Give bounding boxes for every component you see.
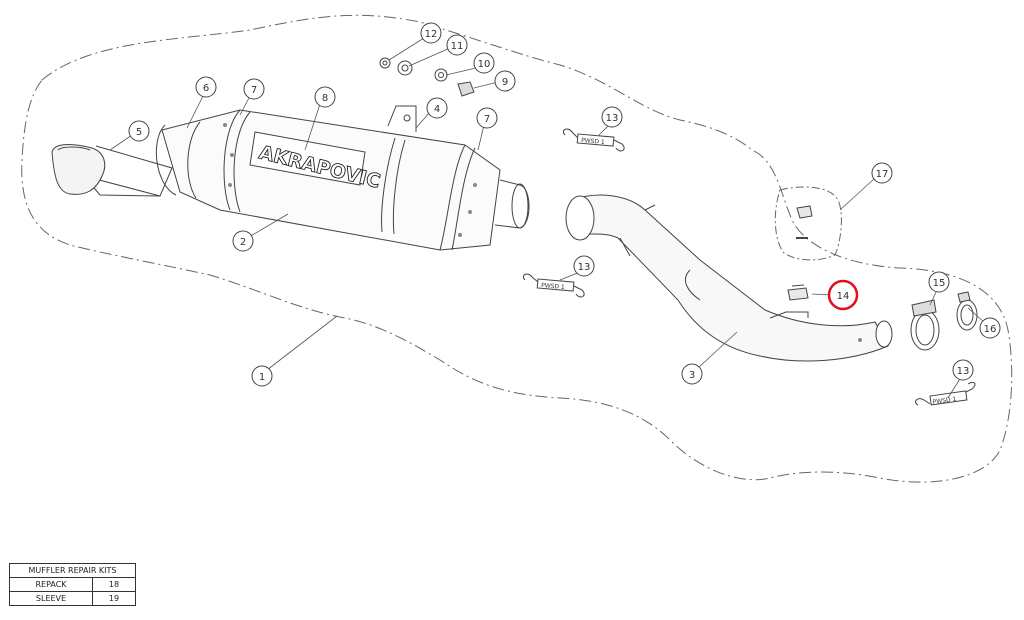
svg-text:1: 1 [259, 372, 265, 383]
leader-lines [109, 37, 985, 399]
part-13-spring-top: PWSD 1 [562, 128, 625, 152]
callout-3: 3 [681, 363, 703, 385]
spring-label: PWSD 1 [932, 396, 957, 406]
part-13-spring-middle: PWSD 1 [522, 273, 585, 298]
callout-2: 2 [232, 230, 254, 252]
svg-text:14: 14 [837, 291, 850, 302]
svg-text:12: 12 [425, 29, 438, 40]
callout-12: 12 [420, 22, 442, 44]
callout-13-middle: 13 [573, 255, 595, 277]
callout-13-right: 13 [952, 359, 974, 381]
callout-4: 4 [426, 97, 448, 119]
svg-text:4: 4 [434, 104, 440, 115]
svg-text:7: 7 [251, 85, 257, 96]
part-14-grommet [787, 284, 809, 301]
svg-text:3: 3 [689, 370, 695, 381]
svg-text:17: 17 [876, 169, 889, 180]
part-16-clamp [956, 291, 978, 331]
part-10-washer [434, 68, 448, 82]
table-header-row: MUFFLER REPAIR KITS [9, 563, 136, 578]
svg-text:2: 2 [240, 237, 246, 248]
svg-text:13: 13 [957, 366, 970, 377]
table-title: MUFFLER REPAIR KITS [9, 563, 136, 578]
callout-9: 9 [494, 70, 516, 92]
table-row: REPACK 18 [9, 577, 136, 592]
svg-text:9: 9 [502, 77, 508, 88]
callout-6: 6 [195, 76, 217, 98]
part-3-link-pipe [565, 194, 893, 362]
system-boundary-outline [21, 14, 1013, 483]
callout-8: 8 [314, 86, 336, 108]
svg-text:13: 13 [606, 113, 619, 124]
part-12-washer [379, 57, 391, 69]
callout-11: 11 [446, 34, 468, 56]
callout-13-top: 13 [601, 106, 623, 128]
svg-text:15: 15 [933, 278, 946, 289]
callout-17: 17 [871, 162, 893, 184]
svg-text:10: 10 [478, 59, 491, 70]
callout-10: 10 [473, 52, 495, 74]
part-4-bracket [387, 105, 417, 132]
kit-number: 18 [92, 577, 136, 592]
svg-text:7: 7 [484, 114, 490, 125]
muffler-repair-kits-table: MUFFLER REPAIR KITS REPACK 18 SLEEVE 19 [9, 563, 136, 606]
svg-text:5: 5 [136, 127, 142, 138]
callout-16: 16 [979, 317, 1001, 339]
callout-5: 5 [128, 120, 150, 142]
part-15-clamp [910, 299, 940, 351]
part-5-tail-cap [51, 144, 173, 197]
callout-7-left: 7 [243, 78, 265, 100]
callout-1: 1 [251, 365, 273, 387]
kit-name: REPACK [9, 577, 93, 592]
part-9-nut [457, 81, 475, 97]
spring-label: PWSD 1 [541, 282, 565, 291]
svg-text:11: 11 [451, 41, 464, 52]
part-2-muffler: AKRAPOVIC [155, 109, 530, 251]
kit-name: SLEEVE [9, 591, 93, 606]
part-11-washer [397, 60, 413, 76]
svg-text:16: 16 [984, 324, 997, 335]
spring-label: PWSD 1 [581, 137, 605, 146]
callout-7-right: 7 [476, 107, 498, 129]
part-17-small-part [796, 205, 813, 239]
svg-text:8: 8 [322, 93, 328, 104]
table-row: SLEEVE 19 [9, 591, 136, 606]
svg-text:6: 6 [203, 83, 209, 94]
svg-text:13: 13 [578, 262, 591, 273]
part-17-outline [774, 186, 842, 261]
callout-14-highlighted: 14 [827, 279, 859, 311]
kit-number: 19 [92, 591, 136, 606]
callout-15: 15 [928, 271, 950, 293]
part-13-spring-right: PWSD 1 [915, 381, 976, 406]
